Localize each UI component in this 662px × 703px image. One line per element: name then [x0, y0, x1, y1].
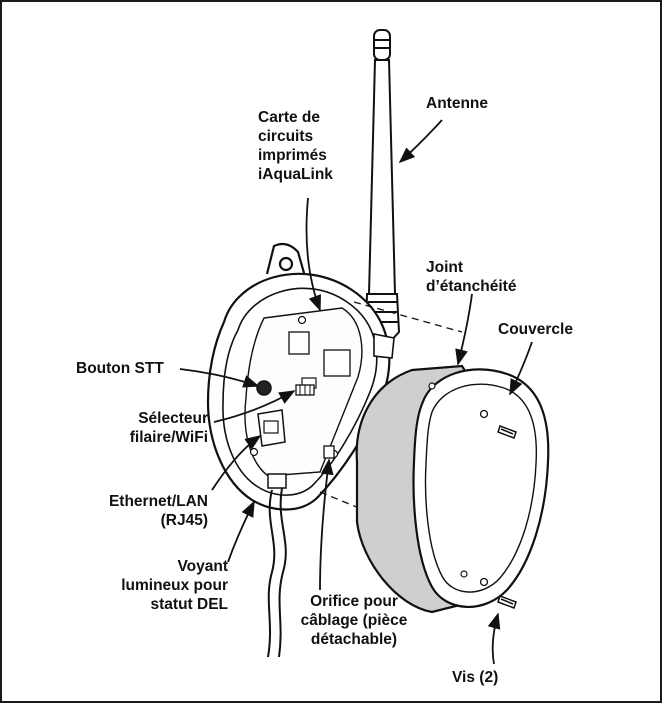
arrow-screws [487, 612, 501, 665]
label-screws: Vis (2) [452, 669, 499, 686]
arrow-ethernet [211, 435, 262, 491]
arrow-antenna [398, 119, 443, 164]
label-circuit-board: Carte de circuits imprimés iAquaLink [258, 109, 333, 183]
arrow-cable-hole [319, 458, 334, 591]
screws [497, 425, 517, 609]
label-cable-hole: Orifice pour câblage (pièce détachable) [300, 593, 408, 648]
label-stt-button: Bouton STT [76, 360, 164, 377]
label-led: Voyant lumineux pour statut DEL [121, 558, 228, 613]
arrow-circuit-board [305, 197, 321, 312]
arrow-selector [213, 390, 296, 423]
arrow-cover [509, 341, 533, 396]
arrow-stt-button [179, 368, 260, 388]
cover [355, 364, 550, 614]
arrow-gasket [455, 293, 473, 366]
label-selector: Sélecteur filaire/WiFi [129, 410, 208, 446]
leader-arrows [179, 119, 533, 665]
cable [267, 489, 276, 658]
label-cover: Couvercle [498, 321, 573, 338]
label-antenna: Antenne [426, 95, 488, 112]
label-gasket: Joint d’étanchéité [426, 259, 517, 295]
housing [206, 242, 395, 511]
arrow-led [227, 500, 255, 563]
label-ethernet: Ethernet/LAN (RJ45) [108, 493, 208, 529]
